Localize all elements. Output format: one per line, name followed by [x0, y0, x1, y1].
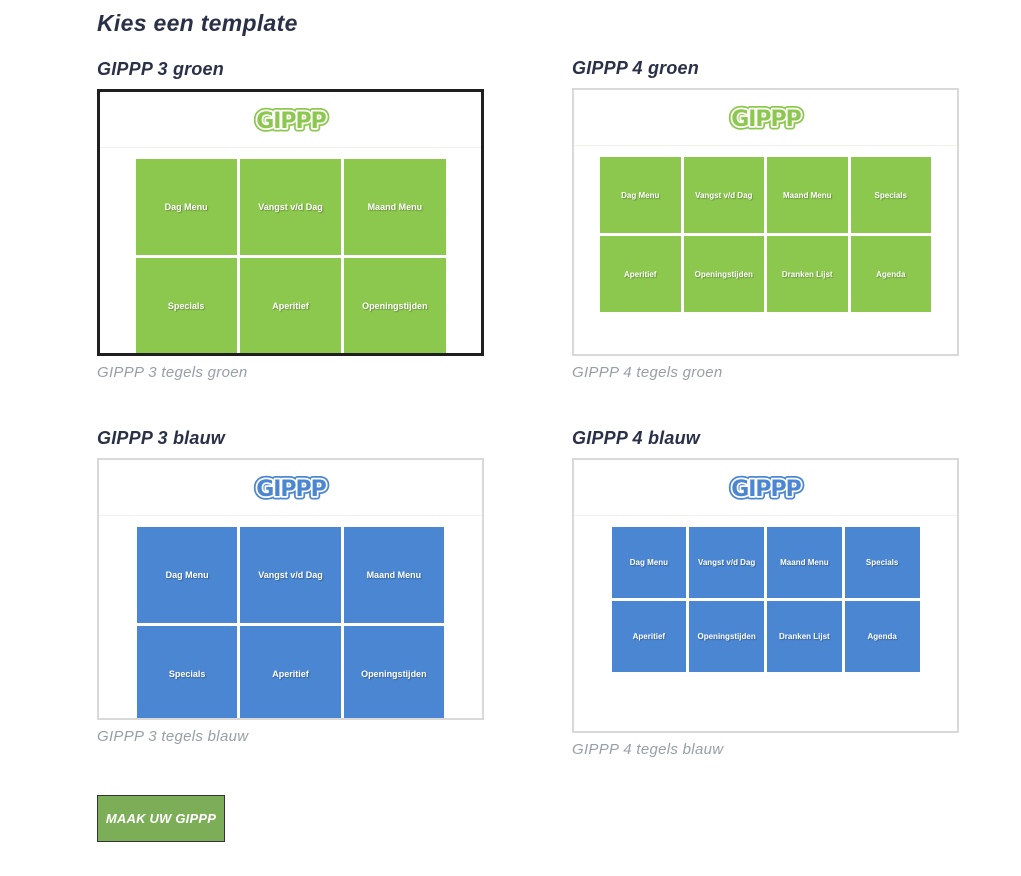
tile-label: Openingstijden — [697, 632, 756, 641]
tile: Aperitief — [600, 236, 681, 312]
card-header: GIPPP GIPPP GIPPP — [100, 92, 481, 148]
tile-label: Dranken Lijst — [781, 269, 833, 279]
tile-label: Openingstijden — [361, 669, 427, 679]
page-title: Kies een template — [97, 10, 298, 36]
template-card-gippp-3-groen[interactable]: GIPPP GIPPP GIPPP Dag Menu Vangst v/d Da… — [97, 89, 484, 356]
svg-text:GIPPP: GIPPP — [256, 477, 326, 502]
template-caption: GIPPP 3 tegels groen — [97, 364, 248, 381]
tile: Aperitief — [240, 626, 341, 718]
svg-text:GIPPP: GIPPP — [731, 107, 801, 132]
svg-text:GIPPP: GIPPP — [256, 477, 326, 502]
tile: Dag Menu — [600, 157, 681, 233]
tile: Maand Menu — [767, 527, 842, 598]
tile-label: Openingstijden — [362, 301, 428, 311]
tile-grid: Dag Menu Vangst v/d Dag Maand Menu Speci… — [611, 527, 920, 672]
svg-text:GIPPP: GIPPP — [256, 477, 326, 502]
template-caption: GIPPP 3 tegels blauw — [97, 728, 249, 745]
tile: Maand Menu — [344, 159, 446, 255]
tile: Vangst v/d Dag — [689, 527, 764, 598]
tile: Aperitief — [239, 258, 342, 353]
tile: Aperitief — [611, 601, 687, 672]
tile: Openingstijden — [343, 626, 444, 718]
template-block-gippp-4-groen: GIPPP 4 groen GIPPP GIPPP GIPPP Dag Menu… — [572, 57, 959, 381]
tile-label: Vangst v/d Dag — [258, 202, 323, 212]
template-heading: GIPPP 3 blauw — [97, 428, 225, 448]
template-heading: GIPPP 4 groen — [572, 58, 699, 78]
svg-text:GIPPP: GIPPP — [731, 477, 801, 502]
tile: Agenda — [850, 236, 931, 312]
template-caption: GIPPP 4 tegels blauw — [572, 741, 724, 758]
tile: Maand Menu — [767, 157, 848, 233]
tile-grid: Dag Menu Vangst v/d Dag Maand Menu Speci… — [137, 527, 444, 718]
tile-label: Specials — [874, 190, 907, 200]
tile-label: Vangst v/d Dag — [258, 570, 323, 580]
template-block-gippp-3-blauw: GIPPP 3 blauw GIPPP GIPPP GIPPP Dag Menu… — [97, 427, 484, 745]
maak-uw-gippp-button[interactable]: MAAK UW GIPPP — [97, 795, 225, 842]
svg-text:GIPPP: GIPPP — [731, 477, 801, 502]
template-card-gippp-4-groen[interactable]: GIPPP GIPPP GIPPP Dag Menu Vangst v/d Da… — [572, 88, 959, 356]
tile-label: Specials — [167, 301, 205, 311]
svg-text:GIPPP: GIPPP — [256, 109, 326, 134]
gippp-logo-icon: GIPPP GIPPP GIPPP — [252, 105, 330, 135]
tile-label: Aperitief — [624, 269, 657, 279]
tile-label: Specials — [865, 558, 899, 567]
tile-label: Aperitief — [632, 632, 666, 641]
tile: Dranken Lijst — [767, 236, 848, 312]
tile: Agenda — [844, 601, 920, 672]
tile: Openingstijden — [683, 236, 764, 312]
tile: Dranken Lijst — [767, 601, 842, 672]
tile: Vangst v/d Dag — [240, 527, 341, 623]
tile-label: Dag Menu — [621, 190, 660, 200]
tile-label: Specials — [168, 669, 206, 679]
tile-label: Openingstijden — [694, 269, 753, 279]
tile-label: Aperitief — [272, 669, 309, 679]
tile: Dag Menu — [137, 527, 238, 623]
tile: Vangst v/d Dag — [239, 159, 342, 255]
template-heading: GIPPP 4 blauw — [572, 428, 700, 448]
card-header: GIPPP GIPPP GIPPP — [574, 460, 957, 516]
tile-label: Dag Menu — [629, 558, 668, 567]
tile-label: Maand Menu — [780, 558, 829, 567]
tile-label: Agenda — [867, 632, 897, 641]
tile: Specials — [844, 527, 920, 598]
tile: Dag Menu — [611, 527, 687, 598]
svg-text:GIPPP: GIPPP — [256, 109, 326, 134]
tile-label: Agenda — [876, 269, 906, 279]
template-caption: GIPPP 4 tegels groen — [572, 364, 723, 381]
tile: Dag Menu — [135, 159, 237, 255]
template-card-gippp-4-blauw[interactable]: GIPPP GIPPP GIPPP Dag Menu Vangst v/d Da… — [572, 458, 959, 733]
tile-label: Maand Menu — [783, 190, 832, 200]
svg-text:GIPPP: GIPPP — [731, 477, 801, 502]
tile: Openingstijden — [689, 601, 764, 672]
tile: Vangst v/d Dag — [683, 157, 764, 233]
template-card-gippp-3-blauw[interactable]: GIPPP GIPPP GIPPP Dag Menu Vangst v/d Da… — [97, 458, 484, 720]
tile: Specials — [135, 258, 237, 353]
tile-label: Aperitief — [272, 301, 309, 311]
svg-text:GIPPP: GIPPP — [731, 107, 801, 132]
tile-grid: Dag Menu Vangst v/d Dag Maand Menu Speci… — [600, 157, 931, 312]
tile-label: Dag Menu — [165, 570, 209, 580]
template-block-gippp-4-blauw: GIPPP 4 blauw GIPPP GIPPP GIPPP Dag Menu… — [572, 427, 959, 758]
template-block-gippp-3-groen: GIPPP 3 groen GIPPP GIPPP GIPPP Dag Menu… — [97, 58, 484, 381]
tile-label: Dag Menu — [164, 202, 208, 212]
tile-label: Vangst v/d Dag — [695, 190, 753, 200]
tile-label: Maand Menu — [367, 202, 423, 212]
tile: Openingstijden — [344, 258, 446, 353]
tile-label: Maand Menu — [366, 570, 422, 580]
gippp-logo-icon: GIPPP GIPPP GIPPP — [727, 473, 805, 503]
svg-text:GIPPP: GIPPP — [256, 109, 326, 134]
tile-label: Dranken Lijst — [779, 632, 830, 641]
gippp-logo-icon: GIPPP GIPPP GIPPP — [727, 103, 805, 133]
card-header: GIPPP GIPPP GIPPP — [99, 460, 482, 516]
gippp-logo-icon: GIPPP GIPPP GIPPP — [252, 473, 330, 503]
tile: Maand Menu — [343, 527, 444, 623]
tile-grid: Dag Menu Vangst v/d Dag Maand Menu Speci… — [135, 159, 446, 353]
tile: Specials — [137, 626, 238, 718]
template-heading: GIPPP 3 groen — [97, 59, 224, 79]
tile: Specials — [850, 157, 931, 233]
card-header: GIPPP GIPPP GIPPP — [574, 90, 957, 146]
svg-text:GIPPP: GIPPP — [731, 107, 801, 132]
tile-label: Vangst v/d Dag — [697, 558, 756, 567]
